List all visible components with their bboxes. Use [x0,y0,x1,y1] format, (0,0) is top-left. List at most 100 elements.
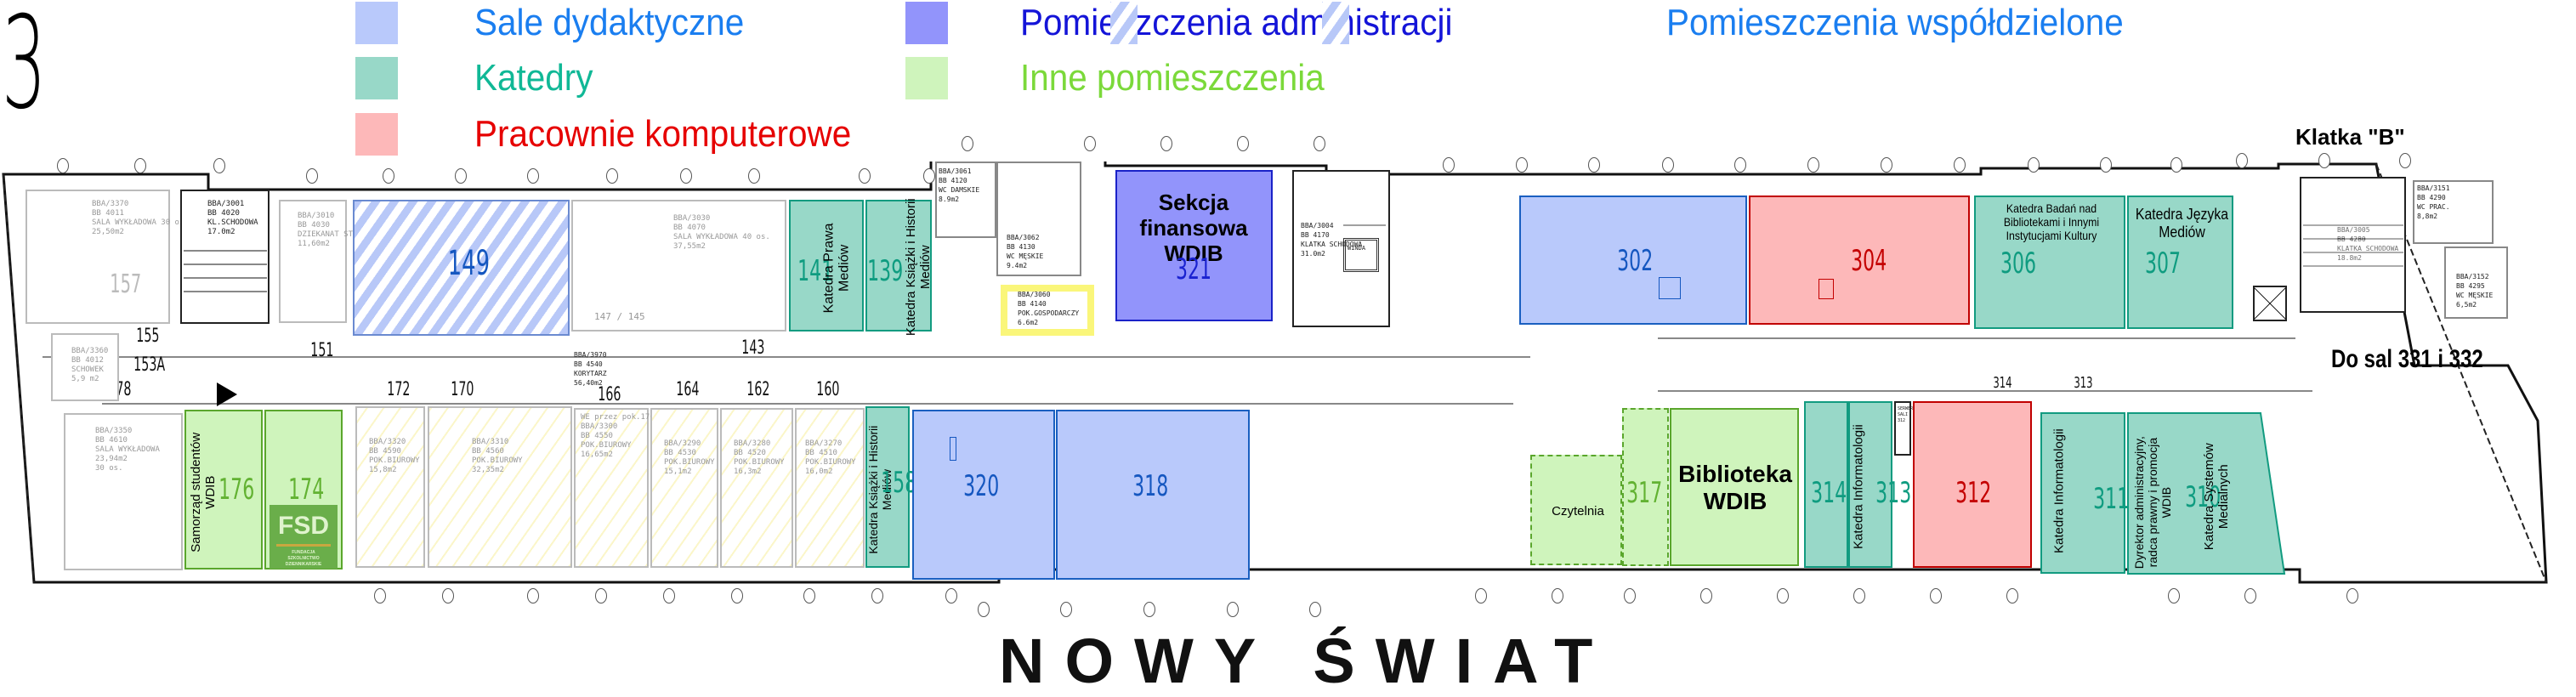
window-marker [2170,157,2182,173]
utility-room[interactable]: BBA/3060 BB 4140 POK.GOSPODARCZY 6.6m2 [1001,285,1094,336]
legend-swatch-other [905,57,948,99]
room-166-info: WE przez pok.170 BBA/3300 BB 4550 POK.BI… [581,413,655,459]
room-313-name: Katedra Informatologii [1851,424,1866,549]
room-166[interactable]: WE przez pok.170 BBA/3300 BB 4550 POK.BI… [574,408,655,568]
room-321[interactable]: Sekcja finansowa WDIB 321 [1115,170,1273,321]
window-marker [383,168,394,184]
window-marker [1443,157,1455,173]
room-320-number: 320 [963,469,1000,503]
room-158[interactable]: Katedra Książki i Historii Mediów 158 [865,406,916,568]
room-162[interactable]: BBA/3280 BB 4520 POK.BIUROWY 16,3m2 [720,408,793,568]
room-312[interactable]: 312 [1913,401,2032,568]
room-170-info: BBA/3310 BB 4560 POK.BIUROWY 32,35m2 [472,438,523,474]
room-149[interactable]: 149 [353,200,570,336]
room-304[interactable]: 304 [1749,196,1970,325]
stair-steps-icon [1343,212,1386,234]
window-marker [134,158,146,173]
room-147-145-numbers: 147 / 145 [594,311,645,322]
room-320[interactable]: 320 [912,410,1055,580]
window-marker [803,588,815,604]
door-164: 164 [676,379,700,400]
stairwell-b-info: BBA/3005 BB 4280 KLATKA SCHODOWA 18.8m2 [2337,226,2399,262]
room-172-info: BBA/3320 BB 4590 POK.BIUROWY 15,8m2 [369,438,420,474]
wc-men[interactable]: BBA/3062 BB 4130 WC MĘSKIE 9.4m2 [996,162,1081,276]
legend-label-other: Inne pomieszczenia [1020,57,1325,99]
window-marker [1807,157,1819,173]
window-marker [2399,153,2411,168]
window-marker [962,136,973,151]
room-server[interactable]: SERWER SALI 312 [1894,401,1913,456]
room-318[interactable]: 318 [1056,410,1250,580]
stairwell-a-info: BBA/3001 BB 4020 KL.SCHODOWA 17.0m2 [207,200,258,236]
room-302[interactable]: 302 [1519,196,1747,325]
wc-men-b[interactable]: BBA/3152 BB 4295 WC MĘSKIE 6,5m2 [2444,246,2508,319]
room-storage-153a[interactable]: BBA/3360 BB 4012 SCHOWEK 5,9 m2 [51,333,119,401]
room-317[interactable]: 317 [1622,408,1669,566]
room-lecture-178-info: BBA/3350 BB 4610 SALA WYKŁADOWA 23,94m2 … [95,427,160,473]
room-lecture-178[interactable]: BBA/3350 BB 4610 SALA WYKŁADOWA 23,94m2 … [64,413,183,570]
legend-swatch-lecture [355,2,398,44]
building-plan: BBA/3370 BB 4011 SALA WYKŁADOWA 30 os. 2… [0,136,2576,617]
room-306-number: 306 [2000,246,2037,280]
legend-label-department: Katedry [474,57,593,99]
room-141-number: 141 [797,254,834,288]
room-139-name: Katedra Książki i Historii Mediów [903,198,933,337]
room-176[interactable]: Samorząd studentów WDIB 176 [184,410,263,570]
window-marker [1662,157,1674,173]
room-307[interactable]: Katedra Języka Mediów 307 [2127,196,2233,329]
room-317-number: 317 [1626,476,1663,510]
window-marker [1853,588,1865,604]
window-marker [1314,136,1325,151]
wc-women-info: BBA/3061 BB 4120 WC DAMSKIE 8.9m2 [939,167,980,203]
room-311-number: 311 [2093,482,2130,516]
stairwell-central[interactable]: BBA/3004 BB 4170 KLATKA SCHODOWA 31.0m2 … [1292,170,1390,327]
room-library-name: Biblioteka WDIB [1678,461,1792,515]
window-marker [1309,602,1321,617]
room-310[interactable]: Dyrektor administracyjny, radca prawny i… [2127,412,2284,575]
fsd-logo: FSD FUNDACJA SZKOLNICTWO DZIENNIKARSKIE [270,505,338,569]
room-307-name: Katedra Języka Mediów [2135,206,2229,241]
elevator[interactable]: WINDA [1343,238,1379,272]
stair-steps-icon [2303,212,2403,272]
legend-label-computer: Pracownie komputerowe [474,113,852,155]
door-172: 172 [387,379,411,400]
room-311[interactable]: Katedra Informatologii 311 [2040,412,2129,574]
wc-men-b-info: BBA/3152 BB 4295 WC MĘSKIE 6,5m2 [2456,273,2494,309]
wc-women[interactable]: BBA/3061 BB 4120 WC DAMSKIE 8.9m2 [935,162,996,238]
room-157[interactable]: BBA/3370 BB 4011 SALA WYKŁADOWA 30 os. 2… [26,190,189,324]
room-160[interactable]: BBA/3270 BB 4510 POK.BIUROWY 16,0m2 [795,408,865,568]
room-151[interactable]: BBA/3010 BB 4030 DZIEKANAT ST.WECZ 11,60… [279,200,376,323]
window-marker [1954,157,1966,173]
fsd-logo-bar [276,544,331,547]
room-310-name-director: Dyrektor administracyjny, radca prawny i… [2131,436,2174,570]
room-library[interactable]: Biblioteka WDIB [1670,408,1799,566]
room-314[interactable]: 314 [1804,401,1848,568]
wc-staff[interactable]: BBA/3151 BB 4290 WC PRAC. 8,8m2 [2413,180,2494,244]
room-170[interactable]: BBA/3310 BB 4560 POK.BIUROWY 32,35m2 [428,406,572,568]
room-147-145[interactable]: BBA/3030 BB 4070 SALA WYKŁADOWA 40 os. 3… [571,200,786,332]
room-172[interactable]: BBA/3320 BB 4590 POK.BIUROWY 15,8m2 [355,406,425,568]
utility-room-info: BBA/3060 BB 4140 POK.GOSPODARCZY 6.6m2 [1018,291,1080,326]
stairwell-b[interactable]: BBA/3005 BB 4280 KLATKA SCHODOWA 18.8m2 [2300,177,2406,313]
window-marker [1516,157,1528,173]
room-139-number: 139 [867,254,904,288]
window-marker [1475,588,1487,604]
room-141[interactable]: 141 Katedra Prawa Mediów [789,200,864,332]
room-reading-room[interactable]: Czytelnia [1530,455,1622,565]
room-313[interactable]: Katedra Informatologii 313 [1848,401,1911,568]
room-311-name: Katedra Informatologii [2051,428,2067,553]
room-141-name: Katedra Prawa Mediów [821,223,852,314]
window-marker [1930,588,1942,604]
room-306[interactable]: Katedra Badań nad Bibliotekami i Innymi … [1974,196,2125,329]
corridor-info: BBA/3970 BB 4540 KORYTARZ 56,40m2 [574,351,607,387]
stairwell-a[interactable]: BBA/3001 BB 4020 KL.SCHODOWA 17.0m2 [180,190,270,324]
room-174-number: 174 [288,473,325,507]
room-139[interactable]: 139 Katedra Książki i Historii Mediów [865,198,933,336]
stairwell-b-label: Klatka "B" [2295,124,2405,150]
room-321-name: Sekcja finansowa WDIB [1139,190,1248,266]
room-164[interactable]: BBA/3290 BB 4530 POK.BIUROWY 15,1m2 [650,408,718,568]
room-321-number: 321 [1175,252,1212,286]
window-marker [923,168,935,184]
to-rooms-label: Do sal 331 i 332 [2331,345,2483,373]
room-174[interactable]: 174 FSD FUNDACJA SZKOLNICTWO DZIENNIKARS… [264,410,343,570]
